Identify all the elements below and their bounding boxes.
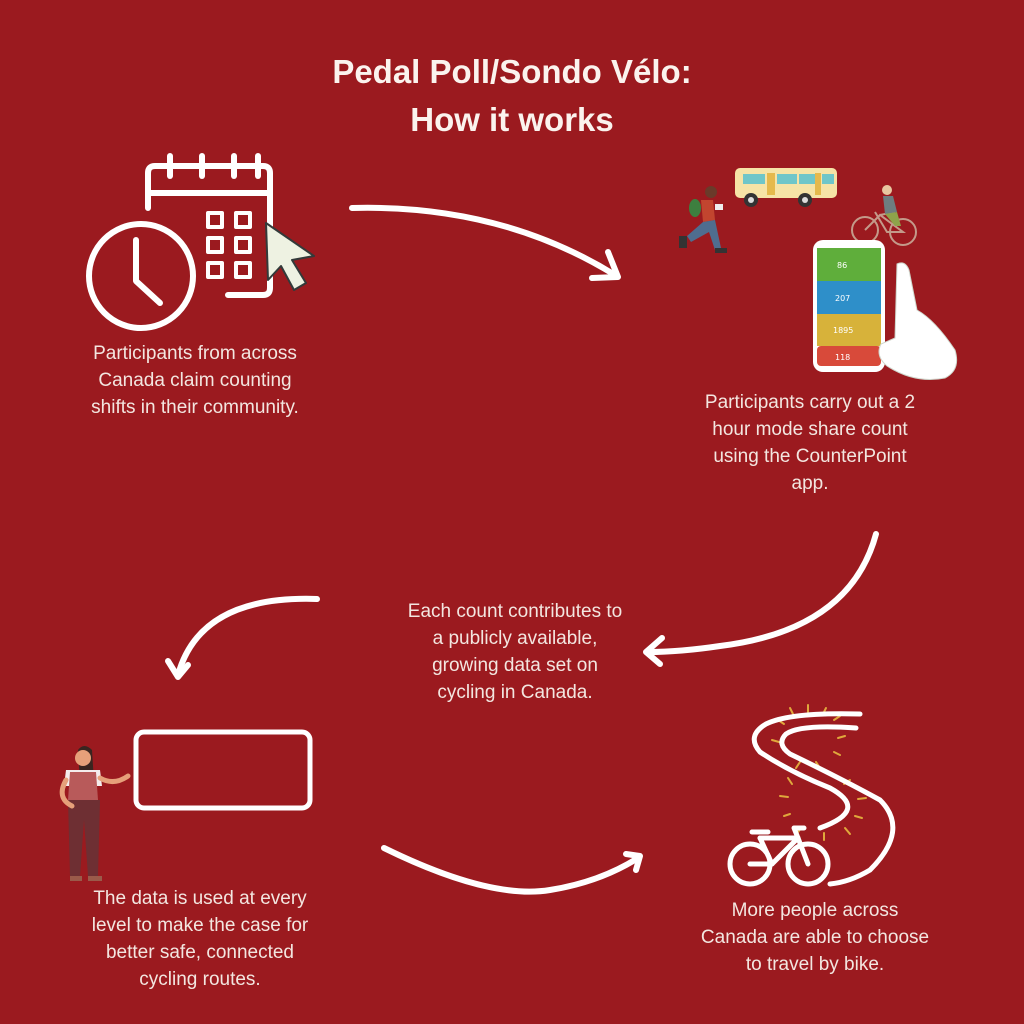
step-2-line-3: using the CounterPoint (713, 446, 907, 467)
walking-person-icon (679, 186, 727, 253)
step-3-line-4: cycling in Canada. (437, 682, 593, 703)
title-line-2: How it works (410, 101, 614, 138)
step-5-line-1: More people across (731, 900, 899, 921)
step-3-line-3: growing data set on (432, 655, 598, 676)
arrow-step1-to-step2-icon (340, 190, 640, 290)
step-4-line-4: cycling routes. (139, 969, 261, 990)
arrow-step4-to-step5-icon (370, 830, 660, 910)
step-3-text: Each count contributes to a publicly ava… (375, 598, 655, 706)
step-1-line-3: shifts in their community. (91, 397, 299, 418)
step-4-line-3: better safe, connected (105, 942, 294, 963)
page-title: Pedal Poll/Sondo Vélo: How it works (0, 48, 1024, 144)
step-1-line-2: Canada claim counting (98, 370, 292, 391)
hand-icon (878, 262, 958, 380)
step-2-line-4: app. (791, 473, 829, 494)
step-3-line-1: Each count contributes to (407, 601, 623, 622)
step-5-line-3: to travel by bike. (745, 954, 885, 975)
phone-count-blue: 207 (835, 294, 850, 303)
step-5-line-2: Canada are able to choose (700, 927, 930, 948)
bike-winding-road-icon (680, 700, 940, 890)
presenter-with-board-icon (40, 720, 330, 890)
bicycle-icon (727, 825, 831, 887)
step-3-line-2: a publicly available, (432, 628, 598, 649)
title-line-1: Pedal Poll/Sondo Vélo: (332, 53, 692, 90)
calendar-clock-cursor-icon (78, 148, 318, 338)
step-5-text: More people across Canada are able to ch… (670, 897, 960, 978)
phone-count-yellow: 1895 (833, 326, 853, 335)
step-4-line-1: The data is used at every (93, 888, 307, 909)
commuters-scene-icon: 86 207 1895 118 (665, 160, 965, 385)
step-2-text: Participants carry out a 2 hour mode sha… (680, 389, 940, 497)
phone-count-green: 86 (837, 261, 847, 270)
blank-board (133, 729, 313, 811)
step-4-line-2: level to make the case for (91, 915, 309, 936)
step-4-text: The data is used at every level to make … (60, 885, 340, 993)
bus-icon (735, 168, 837, 207)
phone-count-red: 118 (835, 353, 850, 362)
arrow-step3-to-step4-icon (160, 585, 330, 685)
step-1-line-1: Participants from across (93, 343, 297, 364)
step-2-line-1: Participants carry out a 2 (704, 392, 916, 413)
arrow-step2-to-step3-icon (630, 520, 890, 670)
phone-icon: 86 207 1895 118 (813, 240, 885, 372)
step-2-line-2: hour mode share count (712, 419, 908, 440)
step-1-text: Participants from across Canada claim co… (40, 340, 350, 421)
